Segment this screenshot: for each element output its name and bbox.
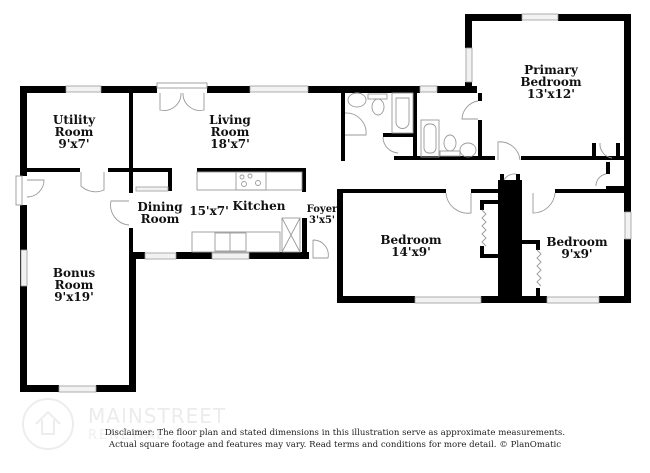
kitchen-sink	[214, 232, 247, 252]
window	[546, 296, 600, 304]
window	[465, 47, 473, 83]
room-kitchen-dimensions: 15'x7'	[189, 204, 229, 218]
window	[20, 249, 28, 287]
room-bedroom-2: Bedroom 14'x9'	[380, 233, 442, 259]
walls	[20, 14, 631, 392]
doors	[15, 82, 613, 259]
room-kitchen: Kitchen	[232, 199, 286, 213]
window	[624, 211, 632, 240]
bathtub	[420, 119, 440, 158]
disclaimer-line-1: Disclaimer: The floor plan and stated di…	[104, 428, 566, 438]
room-bedroom-3: Bedroom 9'x9'	[546, 235, 608, 261]
watermark-logo	[22, 398, 74, 450]
window	[135, 186, 169, 192]
room-utility: Utility Room 9'x7'	[52, 113, 96, 151]
disclaimer: Disclaimer: The floor plan and stated di…	[100, 427, 570, 451]
window	[249, 85, 309, 93]
bathtub	[391, 92, 414, 134]
room-living: Living Room 18'x7'	[209, 113, 251, 151]
room-bonus: Bonus Room 9'x19'	[52, 266, 96, 304]
room-primary-bedroom: Primary Bedroom 13'x12'	[520, 63, 582, 101]
window	[414, 296, 482, 304]
window	[521, 13, 559, 21]
room-dining: Dining Room	[137, 200, 183, 226]
room-foyer: Foyer 3'x5'	[306, 204, 338, 226]
disclaimer-line-2: Actual square footage and features may v…	[108, 440, 562, 450]
closet-bifold	[481, 209, 542, 287]
window	[211, 252, 250, 260]
window	[144, 252, 177, 260]
window	[58, 385, 97, 393]
watermark-sub: RENEWAL	[88, 428, 166, 443]
refrigerator	[281, 217, 301, 253]
window	[419, 85, 438, 93]
windows	[20, 13, 632, 393]
fixtures	[191, 92, 477, 253]
watermark-brand: MAINSTREET	[88, 404, 227, 428]
window	[65, 85, 102, 93]
